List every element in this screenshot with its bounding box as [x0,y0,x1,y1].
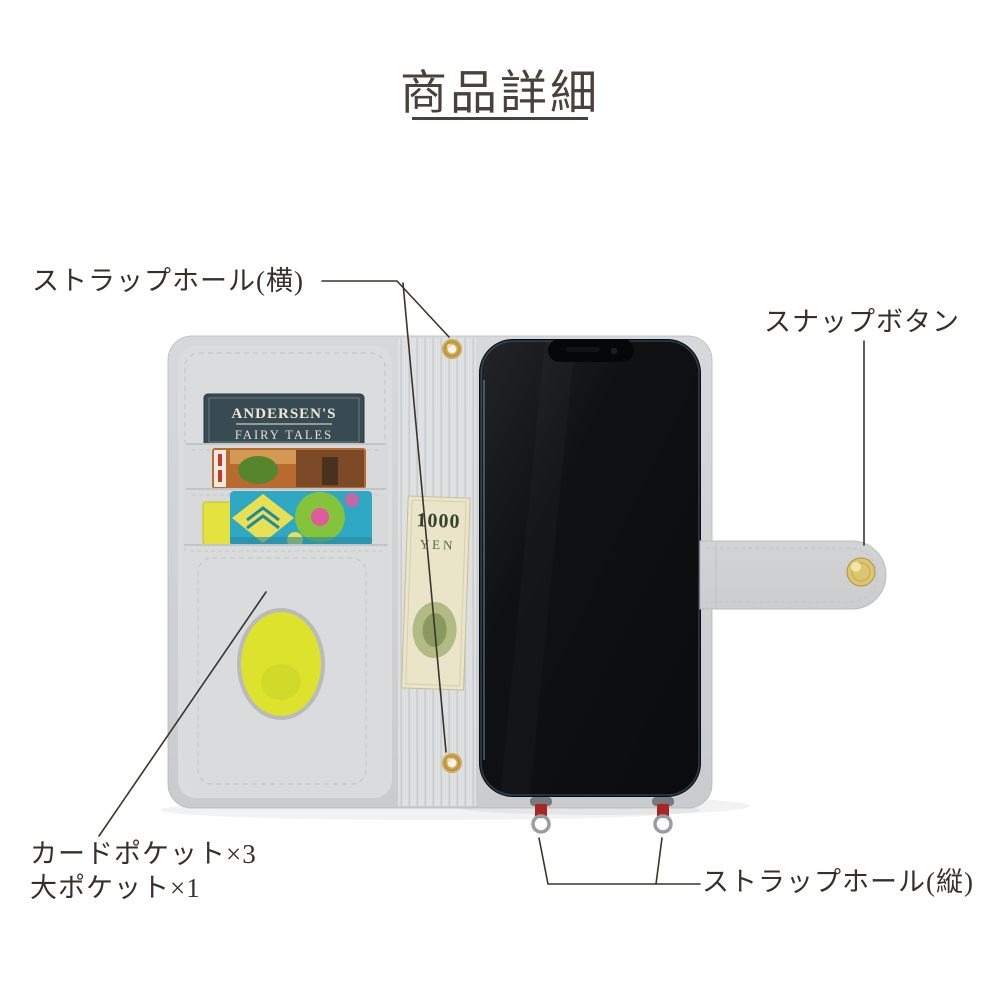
phone-notch [548,339,634,362]
page-title: 商品詳細 [400,68,600,120]
label-strap-hole-horizontal: ストラップホール(横) [32,266,304,296]
banknote: 1000 YEN [401,495,471,691]
front-camera-dot [610,347,618,355]
label-pockets: カードポケット×3 大ポケット×1 [30,838,257,906]
snap-flap [699,540,887,610]
card-title-line1: ANDERSEN'S [231,406,336,422]
snap-button [846,557,876,587]
strap-eyelet-top [442,339,462,359]
leader-strap-vertical-left [538,837,701,885]
pattern-card [230,491,372,548]
leader-strap-horizontal-top [321,280,450,338]
andersens-card: ANDERSEN'S FAIRY TALES [203,393,365,447]
label-large-pocket: 大ポケット×1 [30,872,201,903]
label-card-pockets: カードポケット×3 [30,839,257,869]
picture-card [212,448,366,489]
card-title-line2: FAIRY TALES [235,428,333,442]
strap-eyelet-bottom [442,753,462,773]
strap-hole-left [530,797,552,834]
label-snap-button: スナップボタン [764,307,960,337]
banknote-unit: YEN [419,536,455,552]
label-strap-hole-vertical: ストラップホール(縦) [702,867,974,897]
leader-lines [98,280,865,885]
strap-hole-right [652,797,674,834]
large-pocket [182,544,390,796]
yellow-card [202,501,234,546]
leader-card-pockets [98,591,267,837]
leader-strap-vertical-right [655,837,663,885]
phone [479,339,701,797]
leader-strap-horizontal-bottom [402,282,447,753]
banknote-value: 1000 [416,509,461,533]
title-underline [412,117,588,120]
